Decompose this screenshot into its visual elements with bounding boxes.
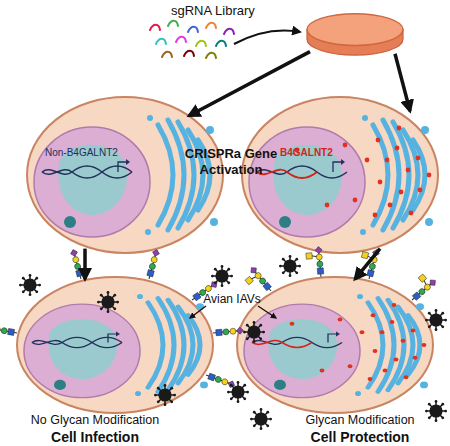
cell-membrane [25,95,225,255]
sgrna-library [150,21,234,58]
node-text: sgRNA Library [171,4,255,19]
cell-membrane [235,275,435,415]
dish-shape [305,12,405,56]
illustration-part [97,291,119,313]
illustration-part [258,306,276,318]
cell-outline [242,97,438,253]
illustration-part [42,159,132,178]
node-text: B4GALNT2 [280,147,333,159]
illustration-part [213,327,244,337]
node-text: No Glycan Modification [10,413,180,427]
dish-top [307,14,403,46]
illustration-part [425,400,447,422]
cell-interior [34,115,218,237]
culture-dish: sgRNA Library [305,12,405,56]
illustration-part [206,53,216,58]
illustration-part [295,126,432,218]
illustration-part [244,294,428,398]
annotation-label: CRISPRa Gene Activation [184,146,278,177]
illustration-part [290,303,427,381]
cell-circle: B4GALNT2 [240,95,440,255]
illustration-part [305,246,324,278]
illustration-part [257,159,347,178]
cell-circle: No Glycan ModificationCell Infection [15,275,215,415]
illustration-part [211,265,233,287]
flow-arrow [395,54,410,111]
illustration-part [176,37,186,42]
illustration-part [154,384,176,406]
illustration-part [0,324,18,336]
node-text: Glycan Modification [275,413,445,427]
cell-circle: Non-B4GALNT2 [25,95,225,255]
library-arrow [234,31,300,45]
illustration-part [243,321,265,343]
cell-interior [249,115,433,237]
illustration-part [168,21,178,26]
cell-outline [237,277,433,413]
illustration-part [425,309,447,331]
illustration-part [404,270,438,302]
illustration-part [250,408,272,430]
flow-arrow [355,249,380,280]
illustration-part [188,27,198,32]
illustration-part [227,381,249,403]
illustration-part [252,331,342,347]
cell-interior [24,294,208,398]
illustration-part [34,115,218,237]
illustration-part [216,41,226,46]
node-text: Cell Protection [275,429,445,445]
cell-membrane [15,275,215,415]
illustration-part [150,25,160,30]
influenza-viruses [19,255,447,430]
annotation-label: Avian IAVs [196,292,268,306]
flow-arrow [189,52,310,116]
illustration-part [224,29,234,34]
illustration-part [32,331,122,347]
illustration-part [70,249,85,280]
illustration-part [190,306,206,318]
cell-outline [17,277,213,413]
node-text: Non-B4GALNT2 [45,147,118,159]
illustration-part [196,41,206,46]
cell-circle: Glycan ModificationCell Protection [235,275,435,415]
illustration-part [156,39,166,44]
illustration-part [146,249,161,280]
illustration-part [184,51,194,56]
cell-interior [244,294,428,398]
illustration-part [162,52,172,57]
illustration-part [279,255,301,277]
glycans [0,246,438,389]
flow-arrow [83,249,87,280]
node-text: Cell Infection [10,429,180,445]
illustration-part [24,294,208,398]
cell-outline [27,97,223,253]
label-leaders [190,306,276,318]
illustration-part [249,115,433,237]
cell-membrane [240,95,440,255]
illustration-part [19,274,41,296]
illustration-part [205,372,236,389]
illustration-part [206,23,216,28]
illustration-part [356,246,380,280]
